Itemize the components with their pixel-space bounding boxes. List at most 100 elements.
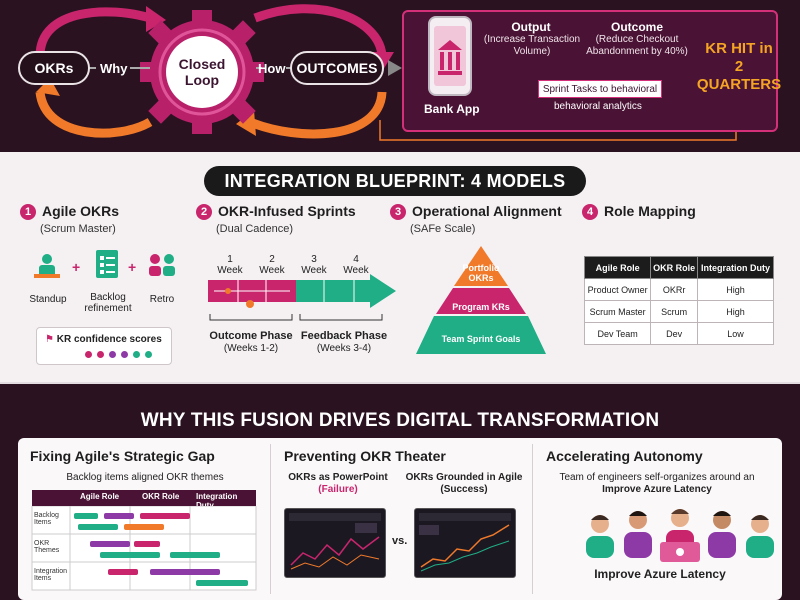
week-1-num: 1 (227, 254, 233, 265)
gantt-bar (90, 541, 130, 547)
table-cell: High (696, 300, 775, 323)
outcome-phase-label: Outcome Phase (Weeks 1-2) (206, 330, 296, 355)
outcome-phase-weeks: (Weeks 1-2) (223, 343, 279, 355)
why-label: Why (100, 61, 128, 76)
pyramid-bottom-label: Team Sprint Goals (441, 334, 521, 344)
vs-label: vs. (392, 535, 408, 547)
retro-label: Retro (149, 294, 175, 305)
role-table-header: Agile Role OKR Role Integration Duty (583, 256, 775, 279)
confidence-dot (121, 351, 128, 358)
gap-row-label: Backlog Items (34, 512, 59, 526)
autonomy-sub-1: Team of engineers self-organizes around … (559, 472, 755, 483)
how-label: How (258, 61, 286, 76)
gap-row-label: OKR Themes (34, 540, 60, 554)
engineer-icon (708, 511, 736, 558)
gantt-bar (150, 569, 220, 575)
table-cell: High (696, 278, 775, 301)
kr-confidence-text: KR confidence scores (56, 334, 162, 345)
model-4-title: Role Mapping (604, 203, 696, 219)
team-illustration (586, 509, 774, 562)
confidence-dot (109, 351, 116, 358)
gantt-bar (134, 541, 160, 547)
standup-icon (34, 254, 60, 278)
kr-hit-2: 2 (734, 58, 744, 75)
pyramid-top-2: OKRs (468, 272, 494, 283)
success-dashboard (414, 508, 516, 578)
gap-title: Fixing Agile's Strategic Gap (30, 448, 215, 464)
outcome-title: Outcome (610, 20, 663, 34)
outcome-desc-1: (Reduce Checkout (595, 34, 679, 45)
theater-title: Preventing OKR Theater (284, 448, 446, 464)
gantt-bar (124, 524, 164, 530)
model-1-number: 1 (20, 204, 36, 220)
gantt-bar (100, 552, 160, 558)
gap-table-header: Agile Role OKR Role Integration Duty (32, 490, 256, 510)
panel-divider (532, 444, 533, 594)
dashboard-chart-icon (419, 513, 511, 572)
gantt-bar (108, 569, 138, 575)
plus-icon-2: + (128, 259, 137, 275)
kr-confidence-label: ⚑ KR confidence scores (45, 334, 162, 345)
fusion-title: WHY THIS FUSION DRIVES DIGITAL TRANSFORM… (140, 410, 660, 431)
gap-col-1: Agile Role (80, 492, 120, 501)
theater-right-2: (Success) (440, 484, 488, 495)
gantt-bar (78, 524, 118, 530)
kr-hit-3: QUARTERS (696, 76, 782, 93)
blueprint-title: INTEGRATION BLUEPRINT: 4 MODELS (204, 166, 586, 196)
feedback-phase-label: Feedback Phase (Weeks 3-4) (298, 330, 390, 355)
safe-pyramid (416, 246, 546, 354)
gantt-bar (140, 513, 190, 519)
gap-sub: Backlog items aligned OKR themes (66, 472, 224, 483)
col-integration-duty: Integration Duty (696, 256, 775, 279)
week-1-word: Week (217, 265, 243, 276)
confidence-dot (97, 351, 104, 358)
theater-right-1: OKRs Grounded in Agile (405, 472, 523, 483)
gantt-bar (104, 513, 134, 519)
table-row: Dev Team Dev Low (583, 322, 775, 345)
table-cell: Scrum Master (583, 300, 652, 323)
phone-icon (428, 16, 472, 96)
table-cell: Scrum (650, 300, 698, 323)
engineer-icon (746, 515, 774, 558)
sprint-tasks-pill: Sprint Tasks to behavioral (538, 80, 662, 98)
gap-grid (31, 506, 257, 591)
flag-icon: ⚑ (45, 334, 54, 345)
autonomy-caption: Improve Azure Latency (594, 567, 726, 581)
output-title: Output (511, 20, 551, 34)
engineer-icon (624, 511, 652, 558)
engineer-icon (586, 515, 614, 558)
kr-hit-label: KR HIT in 2 QUARTERS (694, 40, 784, 94)
gap-col-2: OKR Role (142, 492, 180, 501)
dashboard-chart-icon (289, 513, 381, 570)
table-cell: Dev Team (583, 322, 652, 345)
model-2-sub: (Dual Cadence) (216, 223, 294, 235)
autonomy-title: Accelerating Autonomy (546, 448, 703, 464)
backlog-icon (96, 250, 118, 278)
output-desc-1: (Increase Transaction (483, 34, 581, 45)
output-desc-2: Volume) (513, 45, 551, 57)
table-cell: Product Owner (583, 278, 652, 301)
kr-confidence-box: ⚑ KR confidence scores (36, 327, 172, 365)
week-3-num: 3 (311, 254, 317, 265)
closed-line-2: Loop (184, 72, 220, 88)
integration-blueprint-section: INTEGRATION BLUEPRINT: 4 MODELS 1 Agile … (0, 152, 800, 384)
outcomes-pill: OUTCOMES (290, 51, 384, 85)
model-1-title: Agile OKRs (42, 203, 120, 219)
confidence-dot (85, 351, 92, 358)
pyramid-mid-label: Program KRs (452, 302, 510, 312)
sprint-timeline-arrow (208, 274, 396, 321)
theater-left-label: OKRs as PowerPoint (Failure) (280, 472, 396, 496)
panel-divider (270, 444, 271, 594)
theater-right-label: OKRs Grounded in Agile (Success) (402, 472, 526, 496)
model-2-number: 2 (196, 204, 212, 220)
week-4-word: Week (343, 265, 369, 276)
bank-icon (438, 40, 462, 75)
table-row: Scrum Master Scrum High (583, 300, 775, 323)
feedback-phase-weeks: (Weeks 3-4) (316, 343, 372, 355)
gantt-bar (196, 580, 248, 586)
